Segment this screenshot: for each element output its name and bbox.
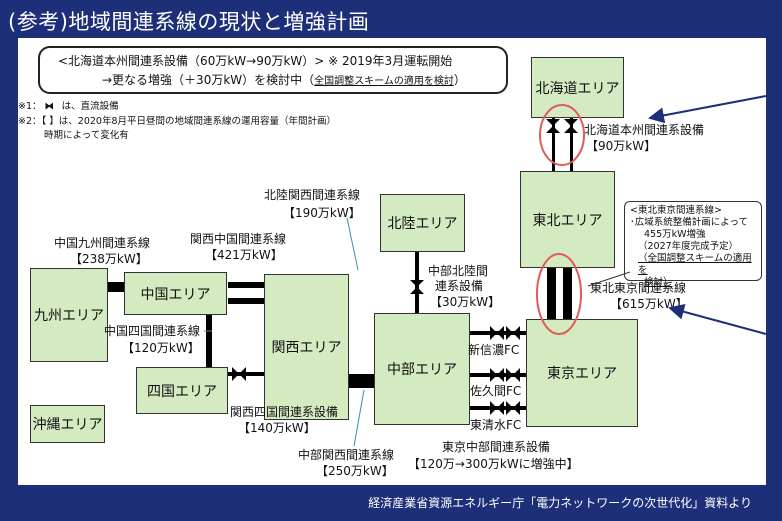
- footnote-3: 時期によって変化有: [44, 130, 129, 141]
- hokkaido-note-box: <北海道本州間連系設備（60万kW→90万kW）> ※ 2019年3月運転開始 …: [38, 46, 508, 94]
- label-tokyo-chubu: 東京中部間連系設備: [442, 440, 551, 454]
- hokkaido-note-line1: <北海道本州間連系設備（60万kW→90万kW）> ※ 2019年3月運転開始: [58, 54, 453, 68]
- line-tohoku-tokyo-1: [547, 268, 556, 320]
- footnote-1-prefix: ※1：: [18, 101, 42, 112]
- label-sakuma-fc: 佐久間FC: [470, 384, 522, 398]
- area-kyushu: 九州エリア: [30, 268, 108, 362]
- label-chubu-hokuriku-1: 中部北陸間: [428, 264, 489, 278]
- hokkaido-note-line2: →更なる増強（＋30万kW）を検討中（全国調整スキームの適用を検討）: [102, 73, 466, 89]
- label-hokkaido-honshu-cap: 【90万kW】: [586, 139, 657, 153]
- area-hokuriku: 北陸エリア: [380, 194, 465, 252]
- area-tokyo: 東京エリア: [526, 319, 638, 427]
- arrow-hokkaido: [648, 95, 766, 124]
- page-title: (参考)地域間連系線の現状と増強計画: [8, 10, 370, 34]
- dc-symbol-icon: ⧓: [44, 101, 55, 112]
- area-hokkaido: 北海道エリア: [531, 57, 624, 118]
- line-chugoku-shikoku: [206, 310, 212, 368]
- tohoku-info-l1: <東北東京間連系線>: [630, 205, 722, 216]
- hokkaido-note-line2-b: ）: [453, 73, 466, 87]
- label-hokuriku-kansai: 北陸関西間連系線: [264, 188, 361, 202]
- area-okinawa: 沖縄エリア: [30, 405, 105, 443]
- tohoku-info-l6: 検討）: [644, 277, 673, 288]
- label-tohoku-tokyo-cap: 【615万kW】: [610, 297, 688, 311]
- tohoku-tokyo-info-box: <東北東京間連系線> ･広域系統整備計画によって 455万kW増強 （2027年…: [624, 201, 762, 288]
- label-chubu-kansai: 中部関西間連系線: [298, 448, 395, 462]
- footnote-2: ※2：【 】は、2020年8月平日昼間の地域間連系線の運用容量（年間計画）: [18, 116, 336, 127]
- label-chugoku-shikoku: 中国四国間連系線: [104, 324, 201, 338]
- line-chubu-tokyo-1: [470, 331, 528, 335]
- label-chugoku-kyushu-cap: 【238万kW】: [70, 252, 148, 266]
- line-shikoku-kansai: [228, 372, 266, 376]
- pointer-chubu-kansai: [353, 389, 365, 447]
- area-chubu: 中部エリア: [374, 313, 470, 425]
- line-chugoku-kansai-2: [228, 298, 266, 304]
- footnote-1-text: は、直流設備: [61, 101, 119, 112]
- diagram-panel: <北海道本州間連系設備（60万kW→90万kW）> ※ 2019年3月運転開始 …: [18, 38, 766, 485]
- label-kansai-shikoku: 関西四国間連系設備: [230, 405, 339, 419]
- label-shinshinano-fc: 新信濃FC: [468, 343, 520, 357]
- line-hokkaido-tohoku-2: [570, 110, 573, 172]
- area-tohoku: 東北エリア: [520, 171, 615, 268]
- label-kansai-chugoku: 関西中国間連系線: [190, 232, 287, 246]
- tohoku-info-l2: ･広域系統整備計画によって: [630, 217, 748, 228]
- hokkaido-note-line2-u: 全国調整スキームの適用を検討: [314, 76, 454, 87]
- source-caption: 経済産業省資源エネルギー庁「電力ネットワークの次世代化」資料より: [368, 496, 752, 510]
- area-kansai: 関西エリア: [264, 274, 349, 420]
- label-tokyo-chubu-cap: 【120万→300万kWに増強中】: [408, 457, 579, 471]
- label-chubu-kansai-cap: 【250万kW】: [316, 464, 394, 478]
- label-higashishimizu-fc: 東清水FC: [470, 418, 522, 432]
- line-chubu-tokyo-3: [470, 406, 528, 410]
- label-chugoku-kyushu: 中国九州間連系線: [54, 236, 151, 250]
- line-tohoku-tokyo-2: [563, 268, 572, 320]
- label-kansai-chugoku-cap: 【421万kW】: [205, 248, 283, 262]
- label-hokkaido-honshu: 北海道本州間連系設備: [584, 123, 705, 137]
- hokkaido-note-line2-a: →更なる増強（＋30万kW）を検討中（: [102, 73, 315, 87]
- footnote-1: ※1： ⧓ は、直流設備: [18, 99, 119, 114]
- line-chugoku-kansai-1: [228, 282, 266, 288]
- label-chubu-hokuriku-2: 連系設備: [435, 279, 484, 293]
- line-kyushu-chugoku: [106, 282, 126, 292]
- tohoku-info-l5: （全国調整スキームの適用を: [638, 253, 752, 276]
- tohoku-info-l3: 455万kW増強: [644, 229, 706, 240]
- line-chubu-kansai: [348, 374, 376, 388]
- pointer-hokuriku-kansai: [346, 217, 359, 271]
- label-chubu-hokuriku-cap: 【30万kW】: [430, 295, 501, 309]
- label-kansai-shikoku-cap: 【140万kW】: [238, 421, 316, 435]
- line-chubu-tokyo-2: [470, 373, 528, 377]
- area-chugoku: 中国エリア: [124, 272, 227, 315]
- line-chubu-hokuriku: [415, 250, 419, 314]
- label-hokuriku-kansai-cap: 【190万kW】: [283, 206, 361, 220]
- area-shikoku: 四国エリア: [136, 367, 228, 414]
- label-chugoku-shikoku-cap: 【120万kW】: [122, 341, 200, 355]
- tohoku-info-l4: （2027年度完成予定）: [638, 241, 739, 252]
- line-hokkaido-tohoku-1: [552, 110, 555, 172]
